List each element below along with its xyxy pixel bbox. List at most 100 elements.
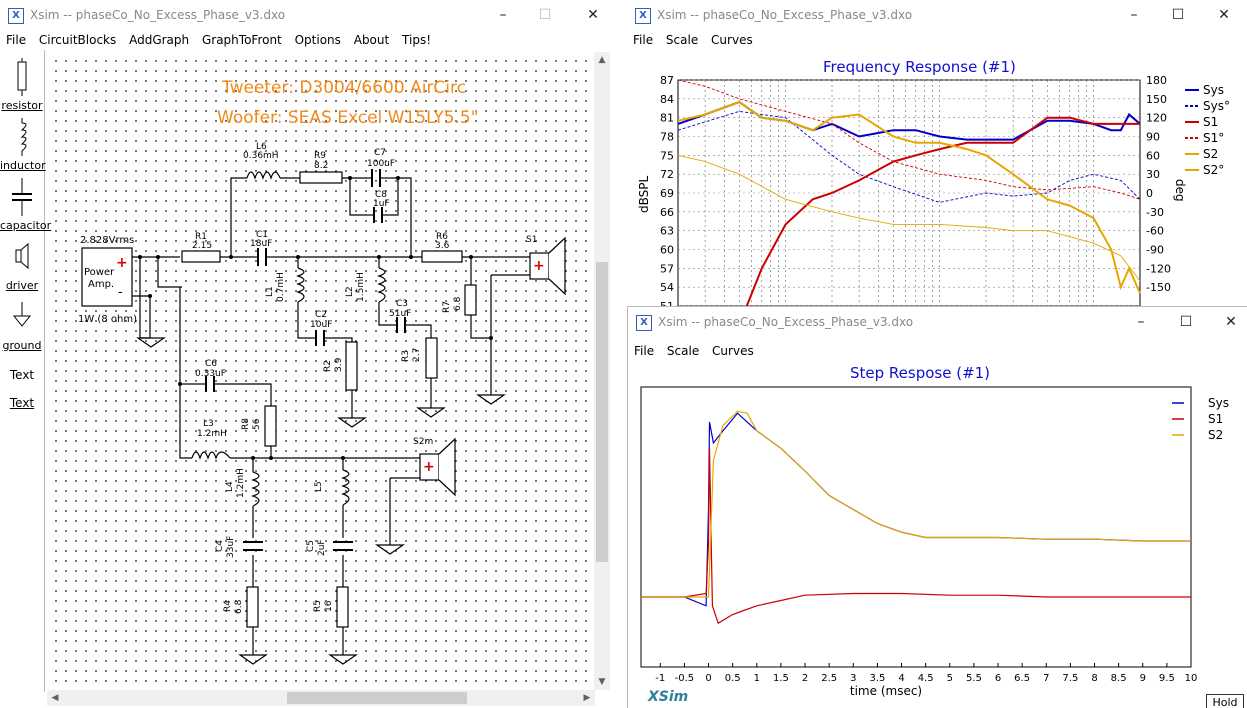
- horizontal-scrollbar[interactable]: ◀ ▶: [47, 690, 595, 706]
- close-button[interactable]: ✕: [587, 7, 599, 23]
- y-tick-label: 60: [660, 244, 674, 257]
- y2-tick-label: 150: [1146, 93, 1167, 106]
- y-tick-label: 69: [660, 187, 674, 200]
- step-title-bar[interactable]: X Xsim -- phaseCo_No_Excess_Phase_v3.dxo…: [628, 307, 1247, 337]
- x-tick-label: 2.5: [821, 673, 837, 684]
- y2-axis-label: deg: [1173, 179, 1187, 202]
- series-line-4: [677, 79, 1141, 200]
- tool-resistor[interactable]: resistor: [0, 58, 44, 112]
- menu-file[interactable]: File: [6, 33, 27, 47]
- svg-text:0.7mH: 0.7mH: [276, 272, 286, 302]
- svg-text:Amp.: Amp.: [88, 279, 114, 290]
- x-tick-label: 9.5: [1159, 673, 1175, 684]
- close-button[interactable]: ✕: [1225, 314, 1237, 330]
- tool-ground[interactable]: ground: [0, 300, 44, 352]
- series-line-5: [677, 100, 1141, 294]
- menu-curves[interactable]: Curves: [711, 33, 753, 47]
- schematic-canvas[interactable]: Tweeter: D3004/6600 AirCirc Woofer: SEAS…: [47, 52, 592, 690]
- legend-label: Sys°: [1203, 99, 1230, 113]
- legend-label: S2: [1208, 428, 1223, 442]
- close-button[interactable]: ✕: [1218, 7, 1230, 23]
- x-tick-label: -1: [655, 673, 665, 684]
- frequency-response-chart[interactable]: 51545760636669727578818487-150-120-90-60…: [627, 76, 1247, 306]
- svg-text:2uF: 2uF: [317, 539, 327, 556]
- maximize-button[interactable]: ☐: [1179, 314, 1193, 330]
- freq-menu-bar: File Scale Curves: [627, 30, 1247, 50]
- freq-title-bar[interactable]: X Xsim -- phaseCo_No_Excess_Phase_v3.dxo…: [627, 0, 1247, 30]
- driver-s1[interactable]: +: [529, 236, 566, 296]
- x-tick-label: 8: [1091, 673, 1097, 684]
- svg-text:1.2mH: 1.2mH: [197, 429, 227, 439]
- menu-curves[interactable]: Curves: [712, 344, 754, 358]
- tool-text[interactable]: Text: [9, 368, 35, 382]
- legend-label: S1: [1208, 412, 1223, 426]
- minimize-button[interactable]: –: [499, 7, 507, 23]
- hold-button[interactable]: Hold: [1206, 694, 1244, 708]
- x-tick-label: 4: [898, 673, 904, 684]
- main-title-bar[interactable]: X Xsim -- phaseCo_No_Excess_Phase_v3.dxo…: [0, 0, 613, 30]
- svg-text:18uF: 18uF: [250, 239, 272, 249]
- legend-label: Sys: [1208, 396, 1229, 410]
- y2-tick-label: 180: [1146, 76, 1167, 87]
- menu-file[interactable]: File: [634, 344, 655, 358]
- maximize-button[interactable]: ☐: [538, 7, 552, 23]
- tool-driver[interactable]: driver: [0, 240, 44, 292]
- series-line-3: [745, 116, 1140, 306]
- driver-s2m[interactable]: +: [419, 437, 456, 497]
- svg-text:L6: L6: [256, 142, 267, 152]
- scroll-down-button[interactable]: ▼: [598, 677, 606, 687]
- menu-addgraph[interactable]: AddGraph: [129, 33, 190, 47]
- y2-tick-label: 120: [1146, 112, 1167, 125]
- svg-text:R8: R8: [241, 418, 251, 430]
- x-tick-label: 5.5: [966, 673, 982, 684]
- y-tick-label: 81: [660, 112, 674, 125]
- menu-scale[interactable]: Scale: [665, 33, 699, 47]
- ground-icon: [12, 302, 32, 327]
- tool-text-link[interactable]: Text: [9, 396, 35, 410]
- menu-circuitblocks[interactable]: CircuitBlocks: [38, 33, 117, 47]
- vertical-scroll-thumb[interactable]: [596, 262, 608, 562]
- legend-label: S2°: [1203, 163, 1224, 177]
- menu-file[interactable]: File: [633, 33, 654, 47]
- menu-tips[interactable]: Tips!: [402, 33, 432, 47]
- scroll-left-button[interactable]: ◀: [51, 693, 59, 703]
- svg-text:C4: C4: [215, 540, 225, 552]
- svg-text:C3: C3: [396, 299, 408, 309]
- svg-text:100uF: 100uF: [367, 159, 395, 169]
- vertical-scrollbar[interactable]: ▲ ▼: [594, 52, 610, 690]
- svg-text:6.8: 6.8: [234, 599, 244, 614]
- svg-text:+: +: [533, 258, 545, 274]
- power-amp[interactable]: Power Amp. + -: [81, 247, 133, 307]
- minimize-button[interactable]: –: [1130, 7, 1138, 23]
- maximize-button[interactable]: ☐: [1171, 7, 1185, 23]
- menu-options[interactable]: Options: [294, 33, 341, 47]
- schematic-drawing: Tweeter: D3004/6600 AirCirc Woofer: SEAS…: [78, 78, 566, 665]
- scroll-right-button[interactable]: ▶: [583, 693, 591, 703]
- tool-inductor[interactable]: inductor: [0, 118, 46, 172]
- menu-about[interactable]: About: [353, 33, 390, 47]
- series-line-2: [641, 448, 1191, 625]
- legend-label: S2: [1203, 147, 1218, 161]
- scroll-up-button[interactable]: ▲: [598, 55, 606, 65]
- x-tick-label: 1: [754, 673, 760, 684]
- x-axis-label: time (msec): [850, 684, 922, 698]
- svg-text:2.15: 2.15: [192, 241, 212, 251]
- driver-icon: [15, 242, 29, 270]
- svg-text:C1: C1: [256, 230, 268, 240]
- menu-scale[interactable]: Scale: [666, 344, 700, 358]
- menu-graphtofront[interactable]: GraphToFront: [201, 33, 282, 47]
- legend-label: S1: [1203, 115, 1218, 129]
- svg-text:C7: C7: [374, 148, 386, 158]
- tool-capacitor[interactable]: capacitor: [0, 178, 51, 232]
- minimize-button[interactable]: –: [1137, 314, 1145, 330]
- svg-text:R7: R7: [442, 301, 452, 313]
- x-tick-label: 4.5: [918, 673, 934, 684]
- svg-text:R5: R5: [313, 600, 323, 612]
- svg-text:C2: C2: [315, 310, 327, 320]
- x-tick-label: 6.5: [1014, 673, 1030, 684]
- x-tick-label: 10: [1185, 673, 1198, 684]
- svg-text:C6: C6: [205, 359, 217, 369]
- x-tick-label: 3.5: [869, 673, 885, 684]
- horizontal-scroll-thumb[interactable]: [287, 692, 467, 704]
